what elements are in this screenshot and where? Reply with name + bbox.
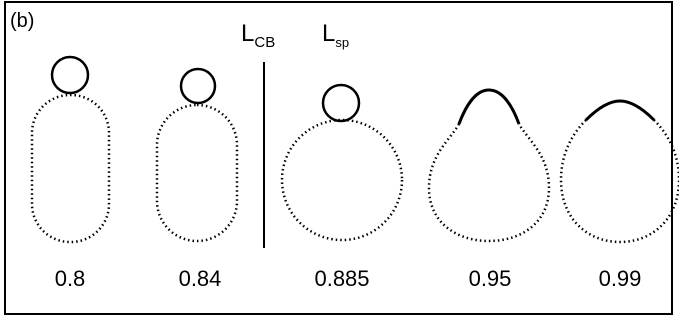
body-dotted [427, 123, 551, 243]
label-lcb-sub: CB [254, 34, 276, 51]
cap-solid [584, 99, 656, 122]
label-lcb: LCB [241, 20, 276, 51]
shape-0-95 [427, 88, 551, 243]
figure-frame [4, 1, 673, 315]
body-dotted [559, 119, 679, 244]
bud-circle [179, 67, 217, 105]
value-label: 0.885 [314, 266, 370, 291]
body-dotted [280, 118, 404, 242]
shape-0-885 [280, 83, 404, 242]
body-dotted [155, 103, 239, 243]
value-label: 0.99 [598, 266, 642, 291]
panel-label: (b) [10, 10, 35, 32]
label-lsp-sub: sp [335, 35, 350, 50]
bud-circle [50, 55, 90, 95]
label-lsp-main: L [322, 20, 336, 47]
shape-0-8 [30, 55, 111, 244]
bud-circle [321, 83, 361, 123]
cap-solid [457, 88, 521, 125]
value-label: 0.84 [178, 266, 222, 291]
label-lcb-main: L [241, 20, 255, 47]
shape-0-84 [155, 67, 239, 243]
body-dotted [30, 93, 111, 244]
value-label: 0.8 [54, 266, 86, 291]
value-label: 0.95 [468, 266, 512, 291]
shape-0-99 [559, 99, 679, 244]
label-lsp: Lsp [322, 20, 350, 50]
